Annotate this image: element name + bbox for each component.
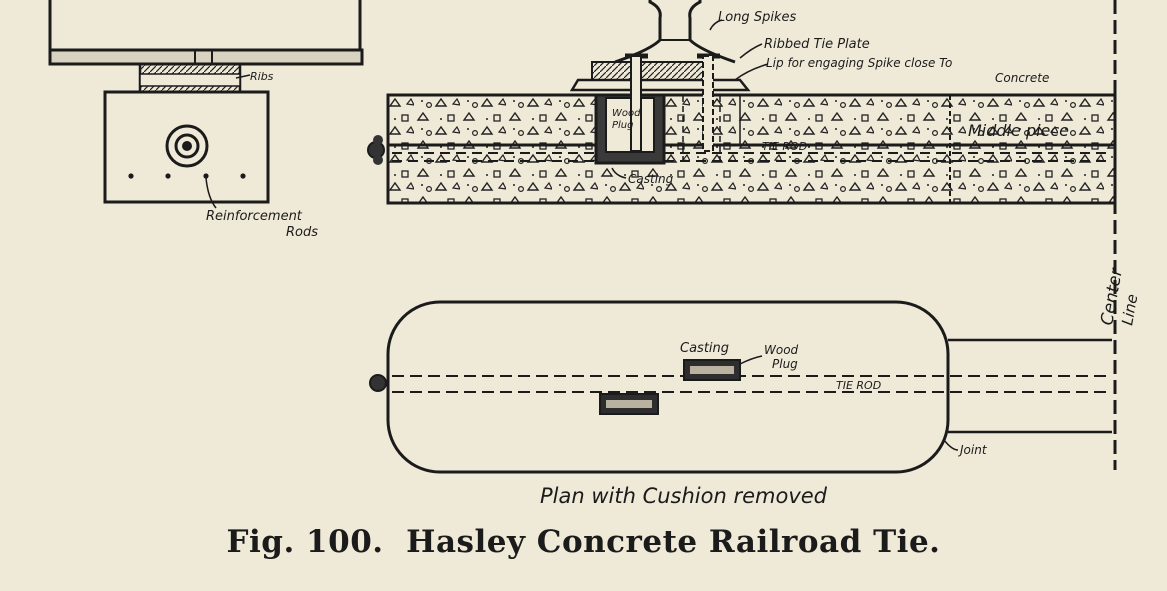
plan-view bbox=[369, 300, 1112, 474]
label-tie-rod-plan: TIE ROD bbox=[836, 379, 881, 392]
label-line: Line bbox=[1118, 293, 1141, 327]
section-view bbox=[367, 0, 1117, 205]
figure-caption: Fig. 100. Hasley Concrete Railroad Tie. bbox=[226, 524, 941, 560]
label-plan-casting: Casting bbox=[680, 341, 729, 356]
label-joint: Joint bbox=[958, 443, 988, 457]
label-plan-plug: Plug bbox=[772, 357, 798, 371]
label-plug: Plug bbox=[612, 120, 634, 131]
label-lip-concrete: Concrete bbox=[995, 71, 1049, 85]
label-plan-wood: Wood bbox=[764, 343, 799, 357]
label-middle-piece: Middle piece bbox=[968, 121, 1069, 140]
label-reinforcement: Reinforcement bbox=[206, 209, 303, 224]
label-casting-section: Casting bbox=[628, 172, 674, 186]
label-wood: Wood bbox=[612, 108, 641, 119]
label-tie-rod-section: TIE ROD bbox=[762, 140, 807, 153]
label-ribbed-tie-plate: Ribbed Tie Plate bbox=[764, 37, 870, 52]
plan-title: Plan with Cushion removed bbox=[540, 484, 828, 508]
label-reinforcement-rods: Rods bbox=[286, 225, 318, 240]
label-lip: Lip for engaging Spike close To bbox=[766, 56, 952, 70]
label-long-spikes: Long Spikes bbox=[718, 10, 796, 25]
label-ribs: Ribs bbox=[250, 70, 274, 83]
end-view bbox=[48, 0, 364, 209]
